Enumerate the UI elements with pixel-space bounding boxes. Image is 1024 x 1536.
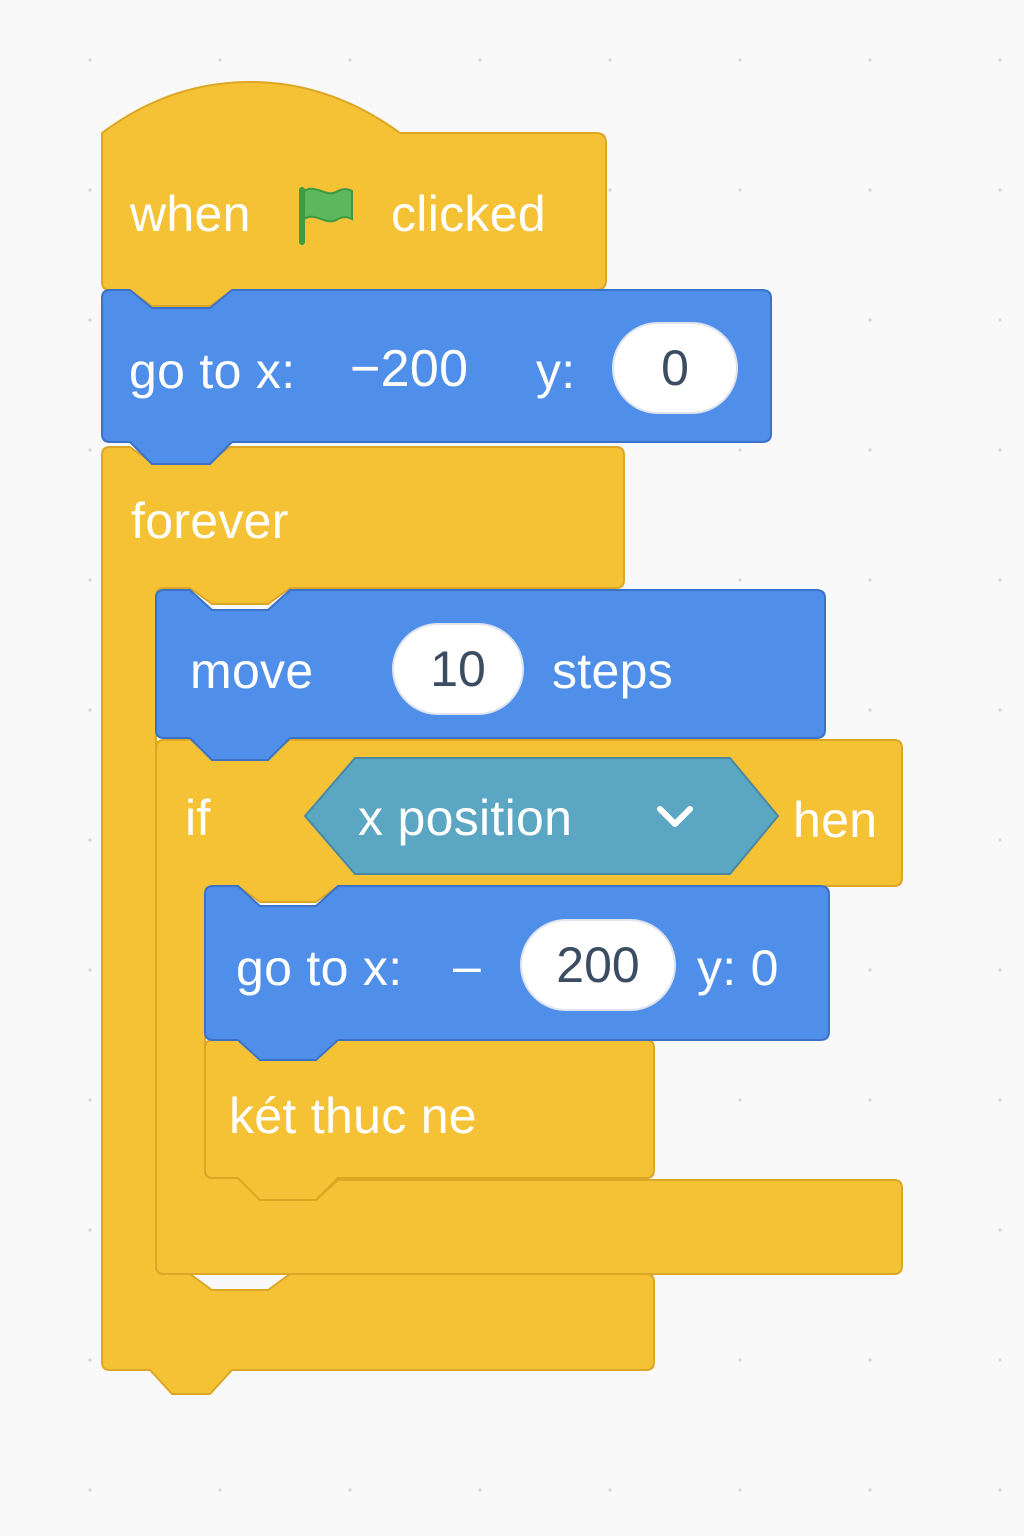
chevron-down-icon[interactable]: [655, 802, 695, 832]
goto2-label: go to x:: [236, 940, 403, 996]
move-label: move: [190, 643, 314, 699]
green-flag-icon[interactable]: [296, 183, 356, 247]
hat-when-label: when: [130, 186, 251, 242]
goto2-x-input[interactable]: 200: [520, 919, 676, 1011]
end-block-label: két thuc ne: [229, 1088, 477, 1144]
script-block-stack[interactable]: [101, 81, 903, 1395]
steps-label: steps: [552, 643, 674, 699]
goto2-y-label: y: 0: [697, 940, 779, 996]
move-steps-input[interactable]: 10: [392, 623, 524, 715]
goto-label: go to x:: [129, 343, 296, 399]
goto2-block[interactable]: [204, 885, 830, 1061]
x-position-label: x position: [358, 790, 573, 846]
x-position-reporter[interactable]: [304, 757, 779, 875]
if-label: if: [185, 790, 211, 846]
goto-y-label: y:: [536, 343, 576, 399]
then-label: hen: [793, 792, 878, 848]
hat-clicked-label: clicked: [391, 186, 546, 242]
goto-y-input[interactable]: 0: [612, 322, 738, 414]
goto2-minus-label: –: [453, 938, 482, 994]
goto-x-value[interactable]: −200: [350, 340, 469, 398]
goto-block[interactable]: [101, 289, 772, 465]
forever-label: forever: [131, 493, 289, 549]
